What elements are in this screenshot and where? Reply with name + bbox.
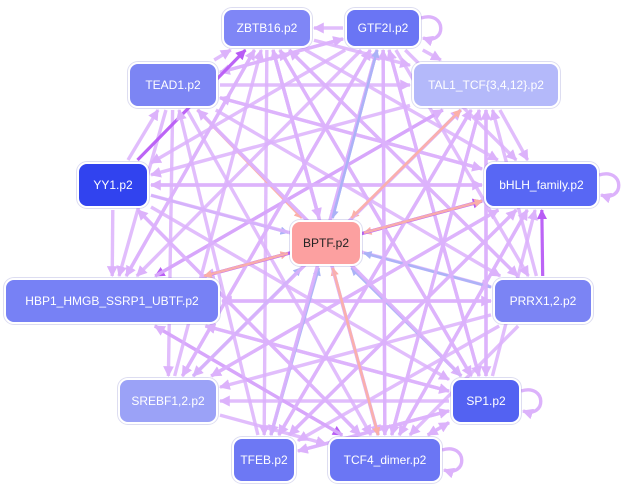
edge-hbp1-to-tal1: [154, 108, 444, 278]
node-bptf[interactable]: BPTF.p2: [290, 220, 362, 266]
edge-gtf2i-to-tal1: [421, 48, 442, 62]
edge-zbtb16-to-bhlh: [304, 48, 499, 162]
node-tfeb[interactable]: TFEB.p2: [232, 437, 296, 483]
edge-bptf-to-gtf2i: [331, 49, 380, 219]
node-label: SREBF1,2.p2: [131, 394, 205, 408]
edge-tcf4-to-tal1: [390, 108, 482, 436]
edge-bptf-to-tal1: [350, 109, 462, 219]
edge-yy1-to-hbp1: [106, 209, 118, 278]
node-label: SP1.p2: [466, 394, 506, 408]
node-prrx1[interactable]: PRRX1,2.p2: [493, 278, 593, 324]
node-label: HBP1_HMGB_SSRP1_UBTF.p2: [25, 294, 199, 308]
node-label: PRRX1,2.p2: [509, 294, 577, 308]
self-loop-sp1: [520, 388, 543, 420]
edge-yy1-to-tead1: [126, 109, 160, 161]
node-gtf2i[interactable]: GTF2I.p2: [345, 8, 421, 48]
self-loop-bhlh: [598, 172, 621, 204]
node-bhlh[interactable]: bHLH_family.p2: [484, 162, 599, 208]
node-label: GTF2I.p2: [357, 21, 409, 35]
edge-yy1-to-sp1: [150, 205, 450, 382]
edge-tal1-to-bhlh: [498, 109, 530, 161]
node-label: TEAD1.p2: [145, 78, 201, 92]
edge-hbp1-to-sp1: [205, 324, 451, 394]
node-tead1[interactable]: TEAD1.p2: [128, 62, 218, 108]
node-srebf1[interactable]: SREBF1,2.p2: [118, 378, 218, 424]
edge-srebf1-to-bhlh: [210, 208, 500, 378]
edge-sp1-to-zbtb16: [278, 49, 473, 377]
node-label: TFEB.p2: [240, 453, 288, 467]
node-label: TAL1_TCF{3,4,12}.p2: [428, 78, 544, 92]
edge-bptf-to-bhlh: [363, 198, 483, 235]
node-label: YY1.p2: [93, 178, 133, 192]
node-yy1[interactable]: YY1.p2: [77, 162, 149, 208]
node-hbp1[interactable]: HBP1_HMGB_SSRP1_UBTF.p2: [4, 278, 220, 324]
node-sp1[interactable]: SP1.p2: [451, 378, 521, 424]
edge-tfeb-to-tal1: [277, 109, 473, 436]
node-label: bHLH_family.p2: [499, 178, 584, 192]
edge-tcf4-to-yy1: [136, 208, 362, 437]
node-tcf4[interactable]: TCF4_dimer.p2: [328, 437, 442, 483]
self-loop-tcf4: [441, 447, 464, 479]
edge-tead1-to-prrx1: [214, 108, 502, 278]
edge-tcf4-to-gtf2i: [377, 48, 389, 436]
edge-prrx1-to-tfeb: [297, 324, 500, 443]
self-loop-gtf2i: [420, 15, 443, 47]
edge-tfeb-to-bhlh: [288, 208, 518, 437]
edge-bptf-to-hbp1: [203, 252, 289, 279]
edge-zbtb16-to-tfeb: [258, 49, 270, 437]
edge-tcf4-to-hbp1: [153, 324, 343, 437]
node-tal1[interactable]: TAL1_TCF{3,4,12}.p2: [412, 62, 560, 108]
node-label: TCF4_dimer.p2: [343, 453, 427, 467]
edge-tead1-to-zbtb16: [213, 48, 232, 62]
edge-tcf4-to-sp1: [426, 421, 450, 437]
edge-tcf4-to-bhlh: [397, 209, 529, 436]
edge-bhlh-to-tead1: [218, 95, 483, 171]
edge-prrx1-to-bhlh: [536, 208, 548, 277]
node-label: ZBTB16.p2: [236, 21, 298, 35]
edge-bptf-to-tcf4: [331, 267, 381, 436]
edge-tal1-to-yy1: [149, 103, 411, 178]
edge-tead1-to-tcf4: [185, 109, 373, 436]
node-zbtb16[interactable]: ZBTB16.p2: [222, 8, 312, 48]
edge-prrx1-to-zbtb16: [288, 48, 519, 278]
node-label: BPTF.p2: [302, 236, 350, 250]
